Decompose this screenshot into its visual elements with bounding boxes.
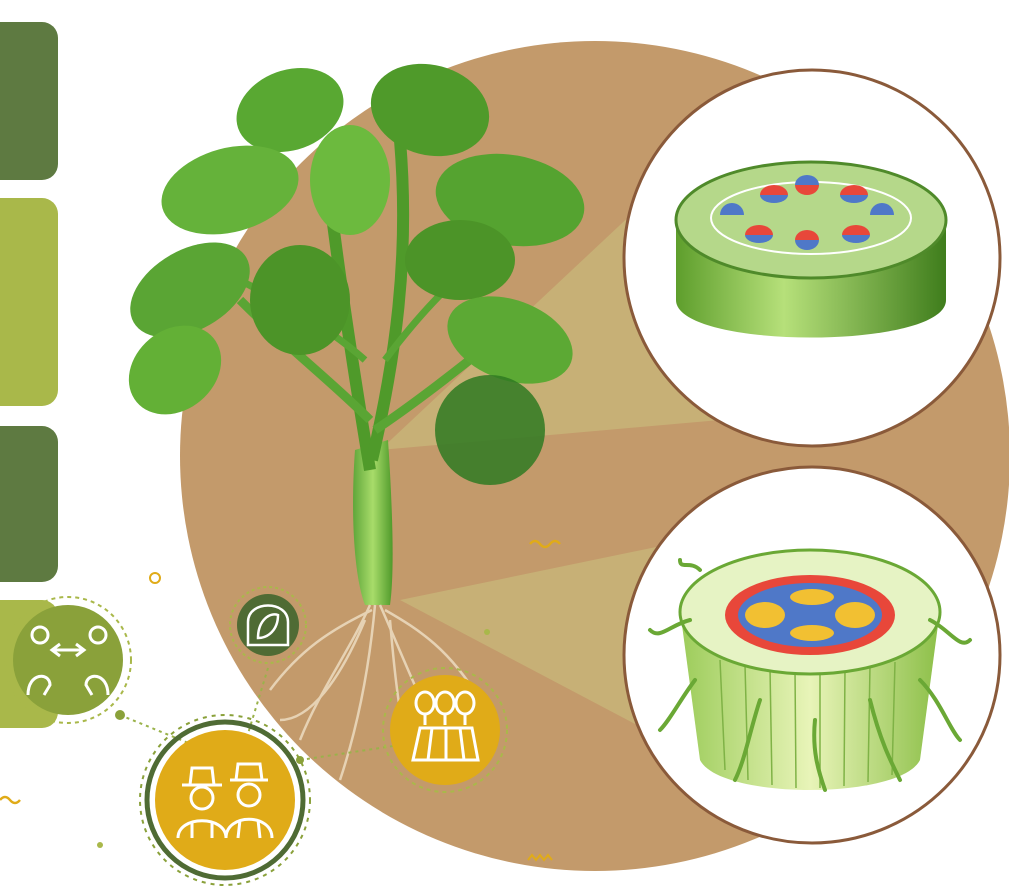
deco-dot [484,629,490,635]
deco-ring [150,573,160,583]
idea-exchange-badge[interactable] [5,597,131,723]
stem-cross-section-inset [624,70,1000,446]
deco-squiggle [0,797,20,803]
root-cross-section-inset [624,467,1000,843]
deco-dot [97,842,103,848]
farmers-badge[interactable] [140,715,310,885]
